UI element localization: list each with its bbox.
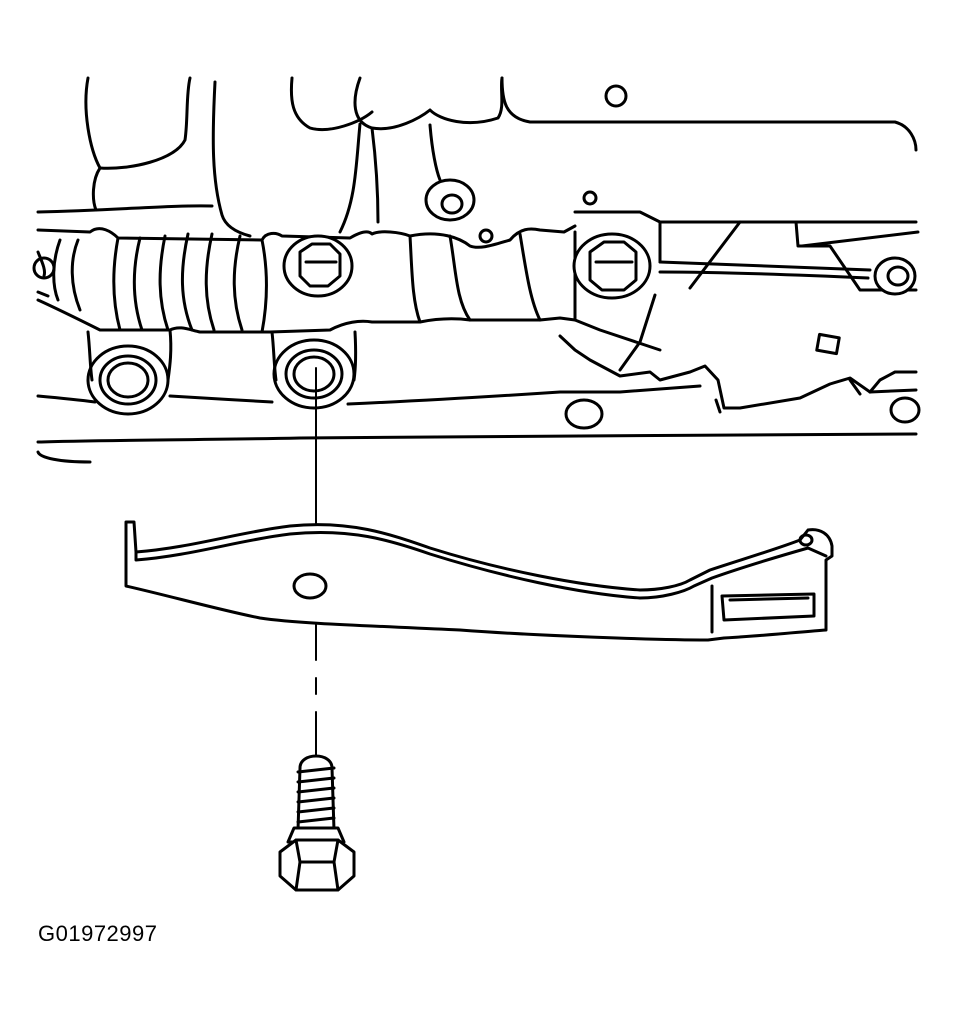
valve-body-casting	[34, 78, 918, 462]
mounting-hole-target	[274, 340, 354, 408]
installed-bolt-left	[284, 236, 352, 296]
detent-spring-bracket	[126, 522, 832, 640]
casting-bolt-bosses	[88, 180, 919, 428]
installed-bolt-right	[574, 234, 650, 298]
mounting-hole-left	[88, 346, 168, 414]
bracket-bolt	[280, 756, 354, 890]
figure-id-label: G01972997	[38, 921, 158, 946]
